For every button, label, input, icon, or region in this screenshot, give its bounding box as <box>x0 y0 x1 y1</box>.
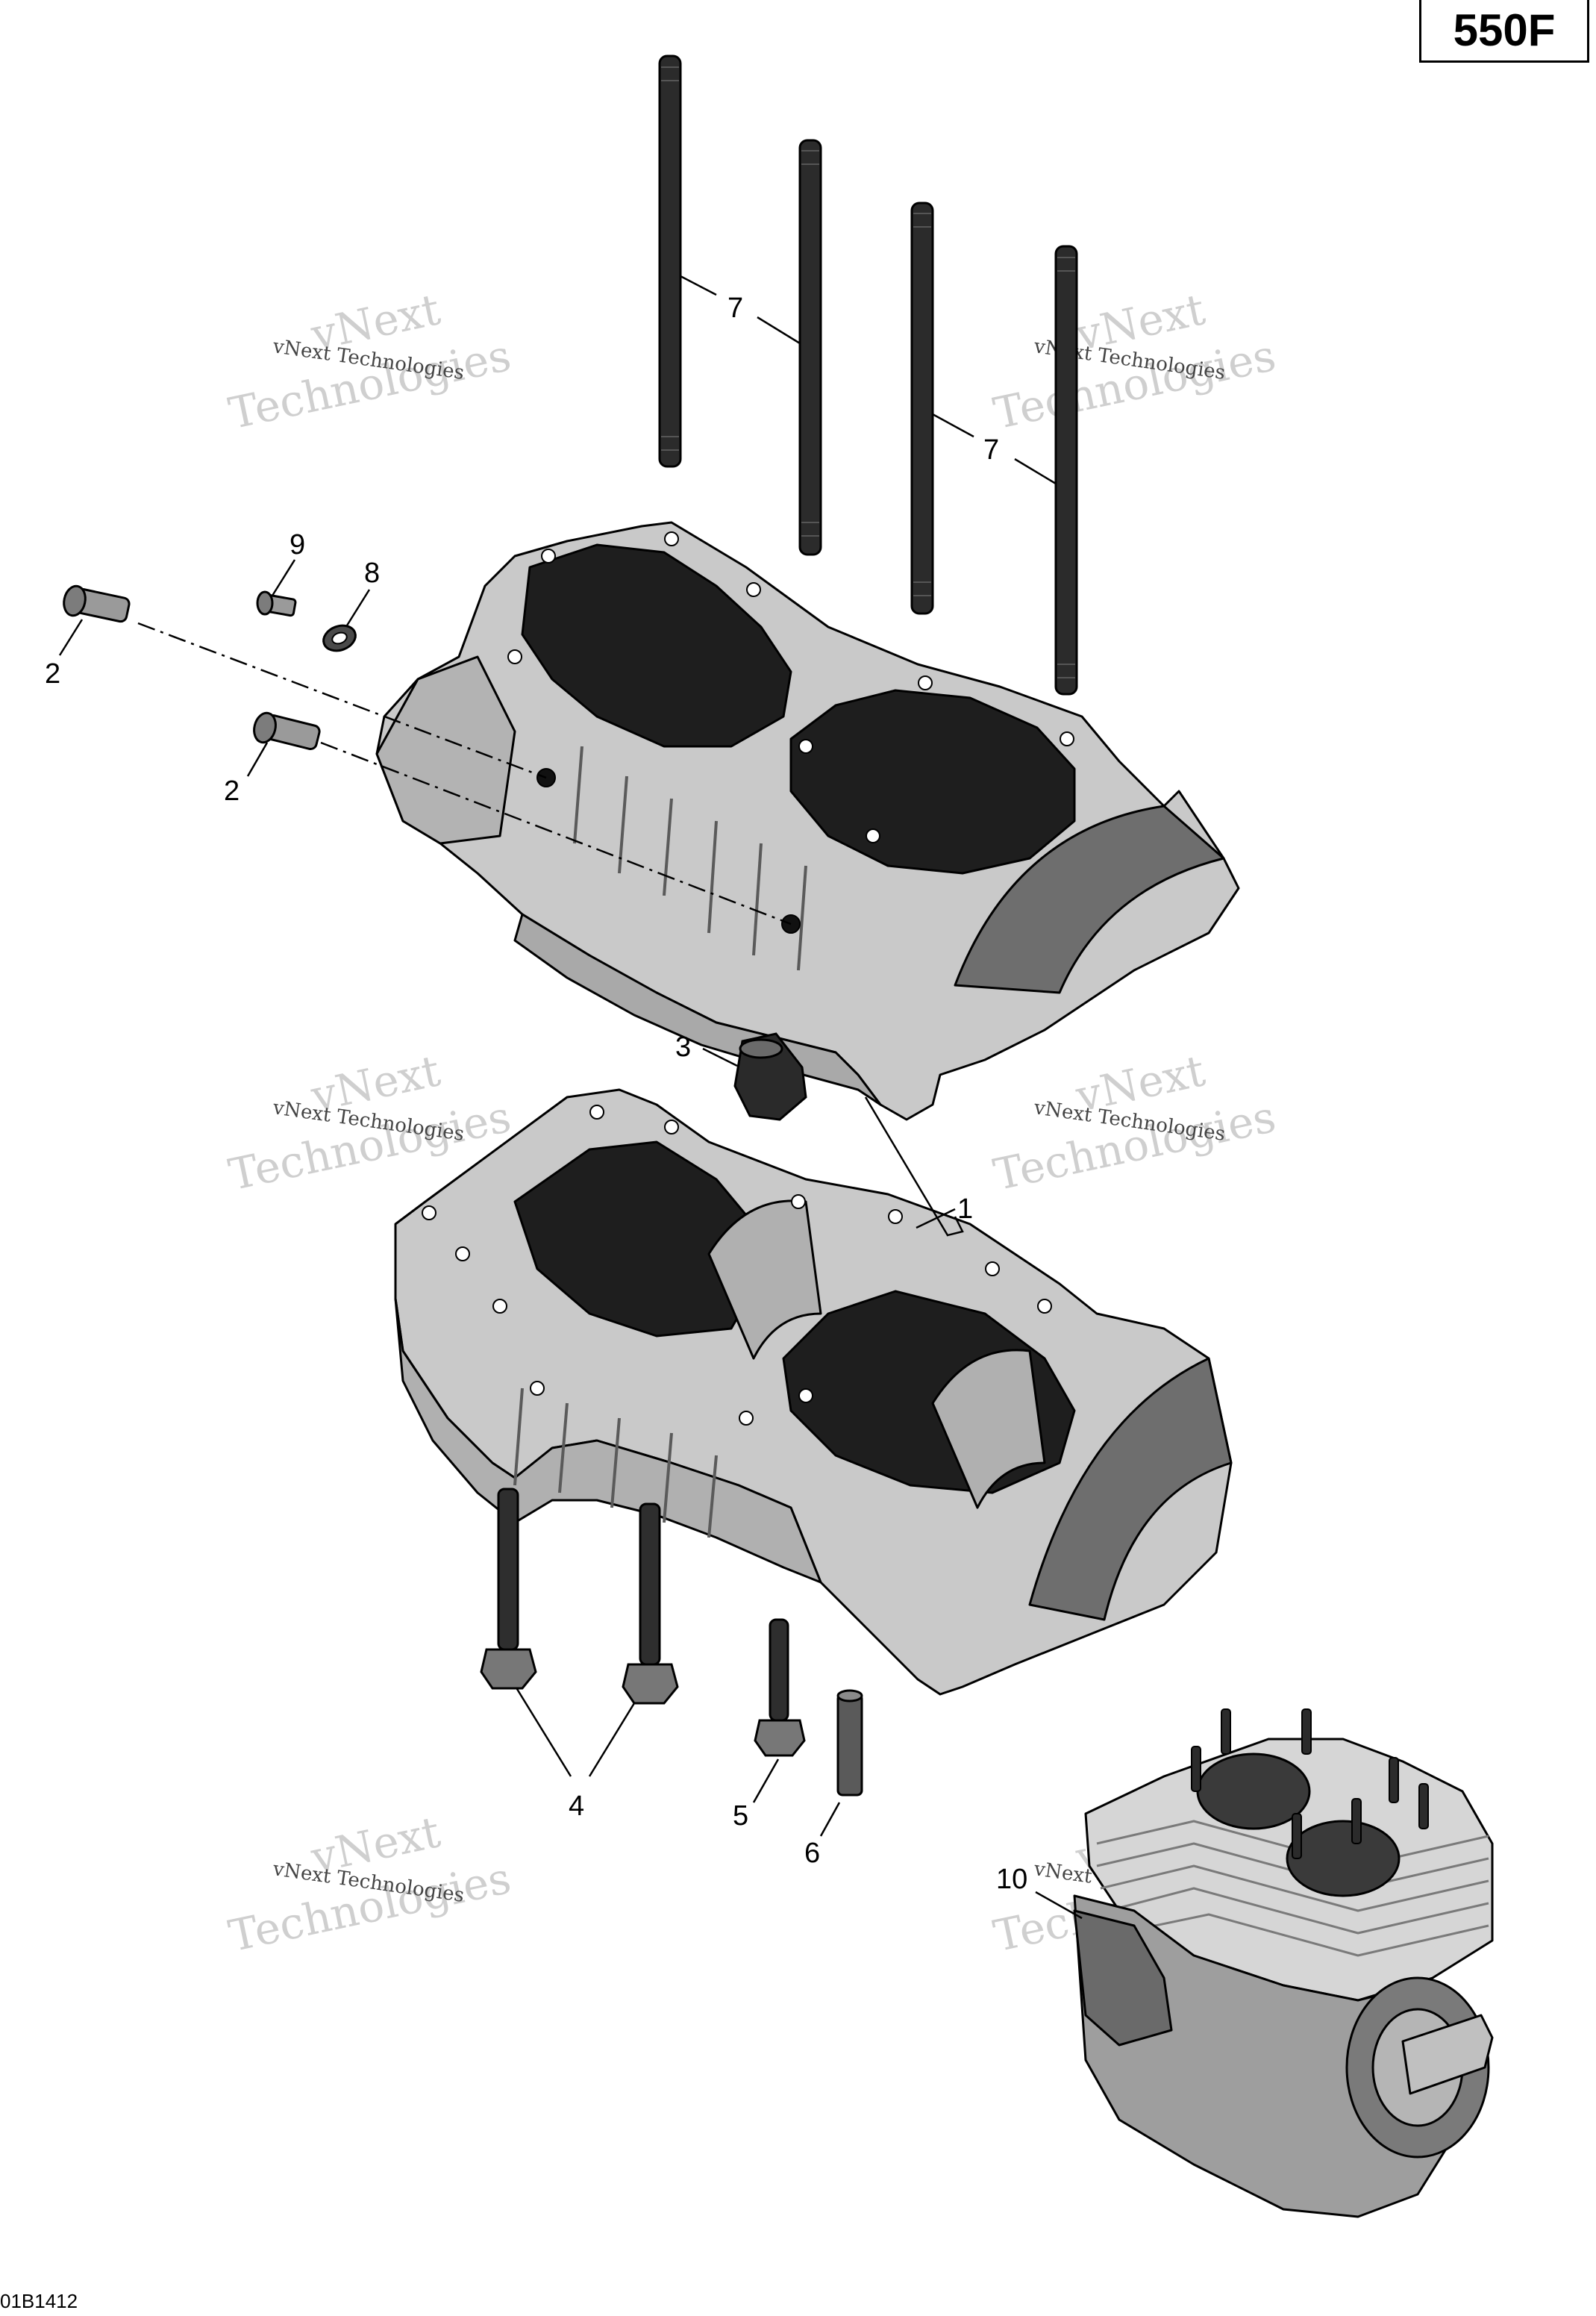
leader-4b <box>588 1702 636 1777</box>
seal-3 <box>733 1032 807 1121</box>
stud-4 <box>1054 245 1078 696</box>
leader-7a-left <box>680 275 717 296</box>
callout-6: 6 <box>804 1838 820 1869</box>
upper-crankcase-holes <box>507 531 1074 843</box>
upper-crankcase-fins <box>573 746 807 971</box>
callouts: 1 2 2 3 4 5 6 7 7 8 9 10 <box>45 293 1027 1895</box>
callout-3: 3 <box>675 1031 691 1063</box>
leader-9 <box>271 559 296 596</box>
callout-9: 9 <box>290 529 305 561</box>
bolt-5 <box>754 1618 806 1757</box>
upper-bore-left <box>521 543 792 748</box>
engine-crankshaft <box>1401 2014 1494 2095</box>
stud-threads <box>661 66 1075 678</box>
lower-main-bearing-arc <box>1028 1357 1233 1621</box>
bolt-2b <box>253 711 321 751</box>
callout-1: 1 <box>957 1193 973 1225</box>
dowel-6 <box>836 1689 863 1797</box>
washer-8 <box>322 624 357 652</box>
leader-8 <box>345 589 371 626</box>
stud-3 <box>910 202 934 615</box>
leader-5 <box>752 1758 780 1803</box>
callout-10: 10 <box>996 1864 1027 1895</box>
callout-4: 4 <box>569 1791 584 1822</box>
bolt-2a <box>63 584 131 623</box>
upper-mount-boss <box>375 655 516 845</box>
lower-crankcase-holes <box>422 1105 1052 1426</box>
engine-assembly <box>1073 1738 1494 2218</box>
leader-7a-right <box>757 316 801 345</box>
watermark-group: vNext Technologies vNext Technologies vN… <box>225 284 1280 1961</box>
leader-2b <box>246 742 269 777</box>
model-label: 550F <box>1419 0 1589 63</box>
upper-bore-right <box>789 689 1076 875</box>
engine-intake <box>1073 1909 1173 2047</box>
callout-2a: 2 <box>45 658 60 690</box>
leader-7b-right <box>1014 458 1057 485</box>
lower-bearing-right <box>931 1349 1046 1509</box>
engine-bore-right <box>1286 1820 1401 1897</box>
drawing-id: 01B1412 <box>0 2290 78 2312</box>
lower-crankcase-fins <box>513 1388 718 1538</box>
stud-2 <box>798 139 822 556</box>
leader-2a <box>58 619 84 656</box>
long-studs <box>658 54 1078 696</box>
leader-1 <box>864 1096 964 1237</box>
callout-8: 8 <box>364 558 380 589</box>
engine-studs <box>1191 1708 1429 1859</box>
callout-7b: 7 <box>983 434 999 466</box>
bolt-4a <box>480 1488 537 1690</box>
upper-crankcase <box>375 521 1240 1121</box>
leader-7b-left <box>932 413 974 438</box>
upper-main-bearing-arc <box>954 805 1225 994</box>
leader-lines <box>58 275 1083 1920</box>
leader-10 <box>1035 1891 1083 1920</box>
bolt-4b <box>622 1502 679 1705</box>
leader-4a <box>516 1688 572 1777</box>
callout-7a: 7 <box>727 293 743 324</box>
leader-6 <box>819 1802 841 1837</box>
stud-1 <box>658 54 682 468</box>
engine-cooling-fins <box>1096 1820 1489 1957</box>
callout-2b: 2 <box>224 775 240 807</box>
callout-5: 5 <box>733 1800 748 1832</box>
leader-1-b <box>916 1208 956 1229</box>
assembly-lines <box>137 622 792 926</box>
screw-9 <box>256 590 297 617</box>
leader-3 <box>702 1047 738 1067</box>
